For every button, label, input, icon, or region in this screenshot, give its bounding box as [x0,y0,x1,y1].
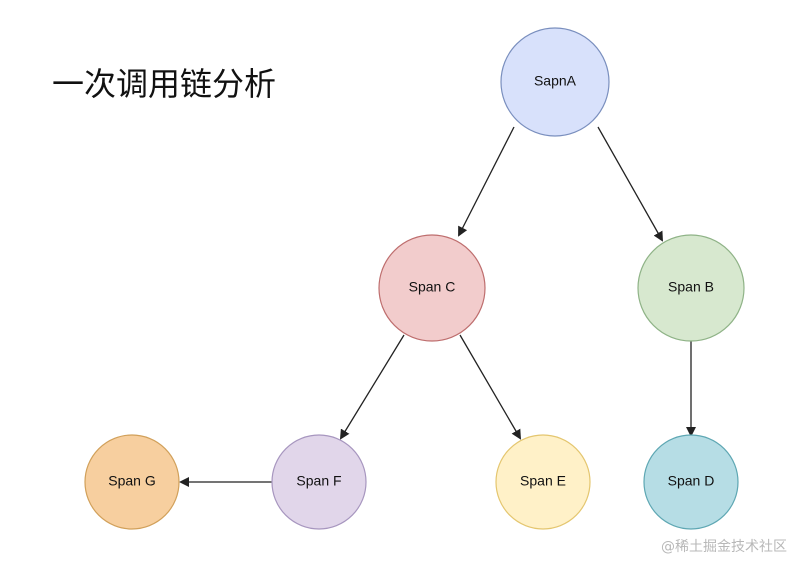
node-span-d: Span D [643,434,739,530]
node-span-a: SapnA [500,27,610,137]
node-span-d-label: Span D [668,473,715,489]
edge-span-a-to-span-b [597,126,663,242]
node-span-e: Span E [495,434,591,530]
node-span-c-label: Span C [409,279,456,295]
node-span-f-circle [271,434,367,530]
node-span-f: Span F [271,434,367,530]
node-span-c-circle [378,234,486,342]
node-span-g-circle [84,434,180,530]
node-span-e-circle [495,434,591,530]
node-span-d-circle [643,434,739,530]
edge-span-c-to-span-f [339,334,405,440]
node-span-g-label: Span G [108,473,155,489]
edge-span-c-to-span-e [459,334,522,440]
node-span-b-circle [637,234,745,342]
node-span-c: Span C [378,234,486,342]
diagram-title: 一次调用链分析 [52,65,276,103]
node-span-b-label: Span B [668,279,714,295]
node-span-e-label: Span E [520,473,566,489]
node-span-b: Span B [637,234,745,342]
node-span-a-circle [500,27,610,137]
node-span-f-label: Span F [296,473,341,489]
watermark-text: @稀土掘金技术社区 [661,539,787,555]
node-span-g: Span G [84,434,180,530]
node-span-a-label: SapnA [534,73,577,89]
edge-span-a-to-span-c [458,126,515,237]
